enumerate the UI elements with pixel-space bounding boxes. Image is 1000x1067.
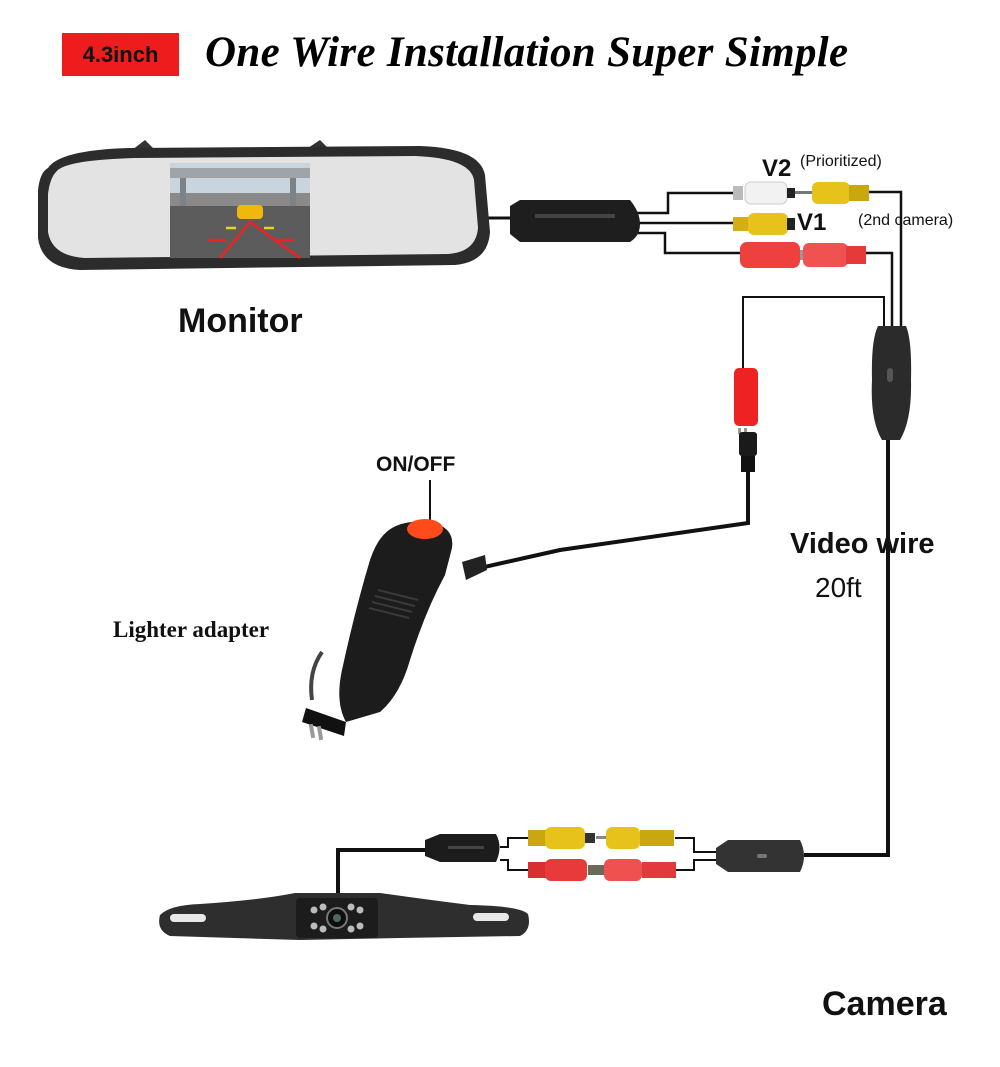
rca-v2-white-plug (733, 181, 795, 205)
wire-2nd-camera (866, 190, 903, 332)
wire-power-branch (636, 231, 744, 255)
monitor-screen (170, 163, 310, 260)
monitor-device (38, 140, 490, 270)
v2-prioritized-note: (Prioritized) (800, 153, 882, 170)
wire-power-return (864, 251, 894, 332)
rca-v1-yellow-plug (733, 213, 795, 235)
wire-v2-branch (636, 191, 737, 215)
monitor-label: Monitor (178, 302, 303, 340)
rca-power-red-plugs (740, 242, 866, 268)
video-wire-length-label: 20ft (815, 572, 862, 603)
second-camera-label: (2nd camera) (858, 212, 954, 229)
video-wire-junction (871, 326, 912, 440)
wire-camera-loop-top (500, 837, 717, 853)
wire-power-splitter (742, 296, 885, 369)
camera-rca-red-pair (528, 859, 676, 881)
wire-video-main (804, 438, 890, 857)
lighter-adapter-label: Lighter adapter (113, 617, 270, 642)
wire-camera-drop (336, 848, 427, 902)
screen-car-icon (237, 205, 263, 219)
wires (336, 190, 903, 902)
license-plate-camera (159, 893, 529, 940)
wire-camera-loop-bottom (500, 859, 717, 871)
wire-lighter (477, 468, 750, 571)
lighter-adapter (302, 480, 487, 741)
camera-rca-yellow-pair (528, 827, 674, 849)
monitor-junction-box (510, 200, 640, 242)
rca-v2-yellow-plug (795, 182, 869, 204)
lighter-body (339, 521, 453, 722)
v2-label: V2 (762, 155, 792, 182)
camera-junction-right (716, 840, 804, 872)
power-splitter-plug (734, 368, 758, 472)
on-off-switch[interactable] (407, 519, 443, 539)
ir-leds (310, 903, 364, 933)
on-off-label: ON/OFF (376, 453, 456, 476)
camera-label: Camera (822, 985, 947, 1023)
size-badge: 4.3inch (62, 33, 179, 76)
v1-label: V1 (797, 209, 827, 236)
video-wire-label: Video wire (790, 528, 935, 560)
page-title: One Wire Installation Super Simple (205, 29, 849, 76)
camera-junction-left (425, 834, 500, 862)
